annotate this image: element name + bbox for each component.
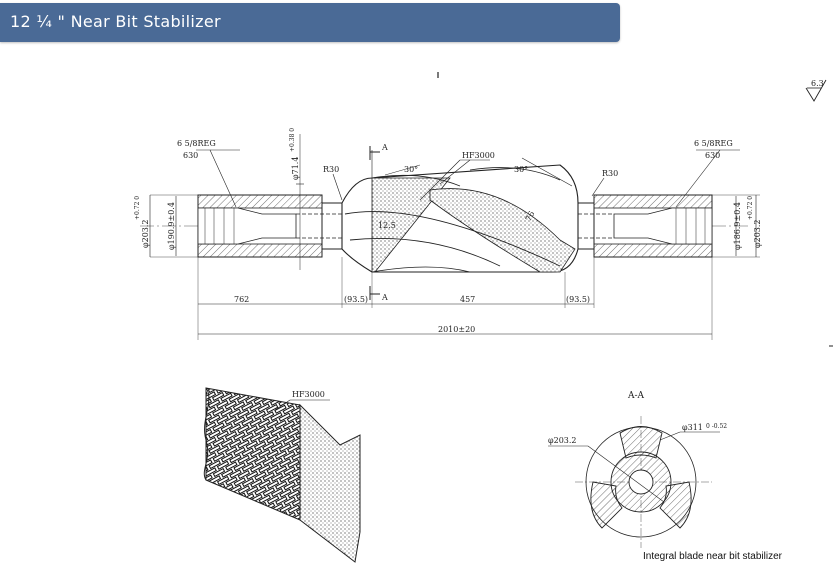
radius-left-label: R30 [323,165,339,174]
length-neck-right: (93.5) [566,295,590,304]
radius-right-label: R30 [602,169,618,178]
bore-diameter-tol: +0.38 0 [289,128,296,152]
elevation-annotations: 6 5/8REG 630 6 5/8REG 630 R30 R30 HF3000… [177,139,740,302]
right-outer-diameter-tol: +0.72 0 [747,196,754,220]
section-mark-bottom: A [381,293,388,302]
page-title: 12 ¼ " Near Bit Stabilizer [10,12,221,31]
length-dimensions: 762 (93.5) 457 (93.5) 2010±20 [197,257,713,340]
hardfacing-label: HF3000 [462,151,495,160]
length-left: 762 [234,295,249,304]
left-outer-diameter-tol: +0.72 0 [134,196,141,220]
diameter-dimensions: φ71.4 +0.38 0 φ203.2 +0.72 0 φ190.9±0.4 … [134,128,762,270]
left-body-diameter: φ190.9±0.4 [167,202,176,250]
stabilizer-elevation [140,150,750,273]
section-outer-diameter: φ311 [682,423,703,432]
detail-label: HF3000 [292,390,325,399]
section-inner-diameter: φ203.2 [548,436,577,445]
section-title: A-A [627,391,645,401]
length-neck-left: (93.5) [344,295,368,304]
length-total: 2010±20 [438,325,475,334]
angle-left-label: 30° [404,165,418,174]
right-body-diameter: φ186.9±0.4 [733,202,742,250]
hardfacing-detail: HF3000 [203,387,361,563]
left-outer-diameter: φ203.2 [141,219,150,248]
section-mark-top: A [381,143,388,152]
length-blade: 457 [460,295,475,304]
angle-right-label: 30° [514,165,528,174]
right-outer-diameter: φ203.2 [753,219,762,248]
thread-right-label: 6 5/8REG [694,139,733,148]
bore-diameter: φ71.4 [291,157,300,180]
thread-left-sub: 630 [183,151,198,160]
roughness-symbol: 6.3 [805,79,827,102]
section-outer-diameter-tol: 0 -0.52 [706,423,727,430]
roughness-value: 6.3 [811,79,824,88]
figure-caption: Integral blade near bit stabilizer [643,551,783,562]
title-banner: 12 ¼ " Near Bit Stabilizer [0,3,620,42]
blade-width-label: 12.5 [378,221,396,230]
blade-angle-label: 76 [524,210,537,223]
thread-right-sub: 630 [705,151,720,160]
thread-left-label: 6 5/8REG [177,139,216,148]
section-a-a: A-A φ203.2 φ311 0 -0.52 [548,391,727,548]
